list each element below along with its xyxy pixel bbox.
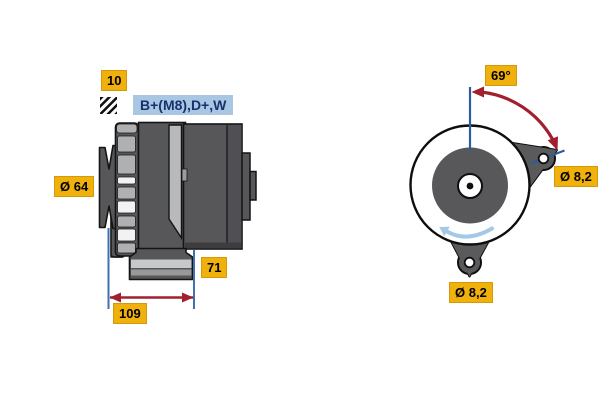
- stator-band: [168, 124, 183, 241]
- terminal-block: [241, 152, 251, 221]
- side-view: [98, 121, 257, 309]
- shaft-center-dot: [466, 182, 474, 190]
- mount-angle-badge: 69°: [485, 65, 517, 86]
- right-hole-diameter-badge: Ø 8,2: [554, 166, 598, 187]
- right-ear-hole: [537, 152, 550, 165]
- angle-arc-arrow: [471, 86, 558, 151]
- fan-blades: [116, 123, 138, 254]
- rear-view: [409, 86, 565, 278]
- bottom-hole-diameter-badge: Ø 8,2: [449, 282, 493, 303]
- housing-notch: [181, 168, 188, 182]
- terminal-designation-label: B+(M8),D+,W: [133, 95, 234, 115]
- hatch-square-icon: [100, 97, 117, 114]
- rotation-direction-arrow: [439, 226, 494, 239]
- length-dimension-badge: 109: [113, 303, 147, 324]
- badge-10: 10: [101, 70, 128, 91]
- rear-cover: [227, 125, 242, 248]
- rear-housing-rim: [185, 242, 241, 249]
- terminal-stud: [249, 170, 257, 201]
- pulley-diameter-badge: Ø 64: [54, 176, 95, 197]
- length-dimension: [107, 228, 195, 309]
- bottom-ear-hole: [463, 256, 476, 269]
- depth-dimension-badge: 71: [201, 257, 228, 278]
- pulley: [98, 144, 118, 230]
